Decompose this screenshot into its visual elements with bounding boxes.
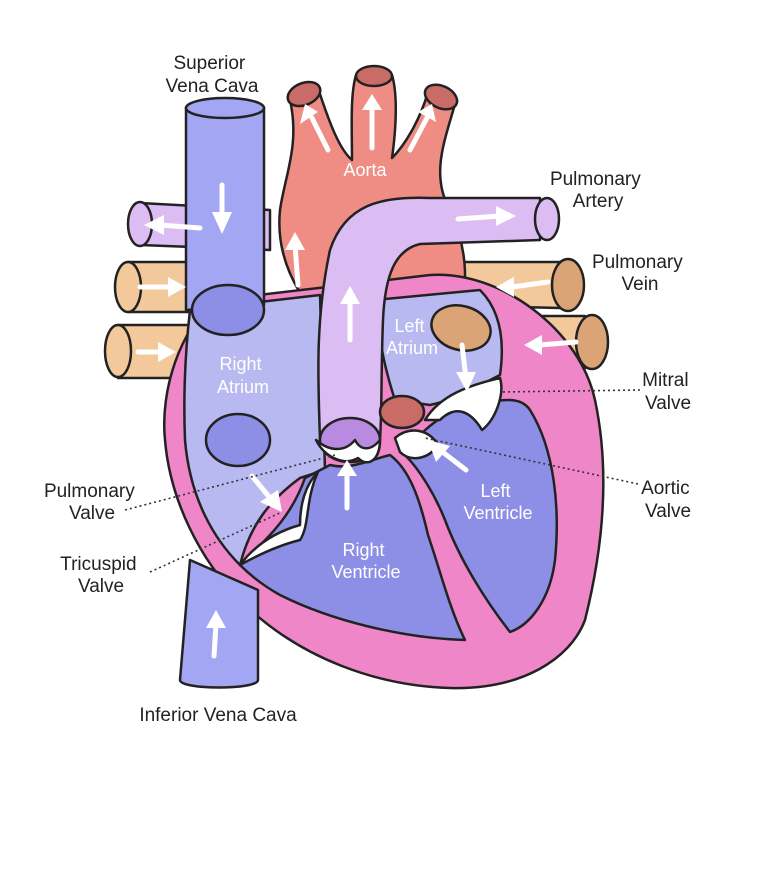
label-tricuspid-valve: Tricuspid Valve [60,554,142,597]
left-atrium-inlet [378,304,492,430]
label-inferior-vena-cava: Inferior Vena Cava [139,705,297,726]
pulmonary-trunk-arrow-icon [340,286,360,343]
pulmonary-artery-right-arrow-icon [455,206,516,226]
aorta-arrow-middle-icon [362,94,382,151]
label-pulmonary-artery: Pulmonary Artery [550,169,646,212]
pulmonary-valve-shape [314,438,382,464]
mitral-valve-shape [423,376,503,432]
pulmonary-vein-left-arrow-1-icon [137,277,186,297]
label-left-atrium: Left Atrium [386,316,438,358]
aorta-up-arrow-icon [285,232,305,288]
label-right-ventricle: Right Ventricle [331,540,400,582]
aorta-arrow-right-icon [407,104,436,153]
leader-lines [124,389,641,573]
right-atrium-down-arrow-icon [249,473,282,512]
pulmonary-vein-right-arrow-2-icon [524,335,579,355]
tricuspid-valve-shape [238,470,320,567]
vena-cava [178,96,272,689]
right-ventricle [238,453,467,642]
label-left-ventricle: Left Ventricle [463,481,532,523]
label-right-atrium: Right Atrium [217,354,269,397]
flow-arrows [135,94,579,659]
label-superior-vena-cava: Superior Vena Cava [166,53,259,97]
pulmonary-vein-right-arrow-1-icon [496,277,551,297]
left-atrium-down-arrow-icon [456,342,476,392]
pulmonary-vein-left-arrow-2-icon [135,342,176,362]
svc-arrow-icon [212,182,232,234]
ivc-arrow-icon [206,610,226,659]
label-aorta: Aorta [343,160,387,180]
labels: Superior Vena Cava Aorta Pulmonary Arter… [44,53,695,726]
label-aortic-valve: Aortic Valve [641,478,695,522]
label-pulmonary-valve: Pulmonary Valve [44,481,140,524]
valves [238,376,503,567]
left-ventricle-arrow-icon [428,440,469,473]
label-pulmonary-vein: Pulmonary Vein [592,252,688,295]
right-ventricle-up-arrow-icon [337,460,357,511]
label-mitral-valve: Mitral Valve [642,370,694,414]
pulmonary-artery-left-arrow-icon [144,215,203,235]
aorta-arrow-left-icon [300,104,331,153]
